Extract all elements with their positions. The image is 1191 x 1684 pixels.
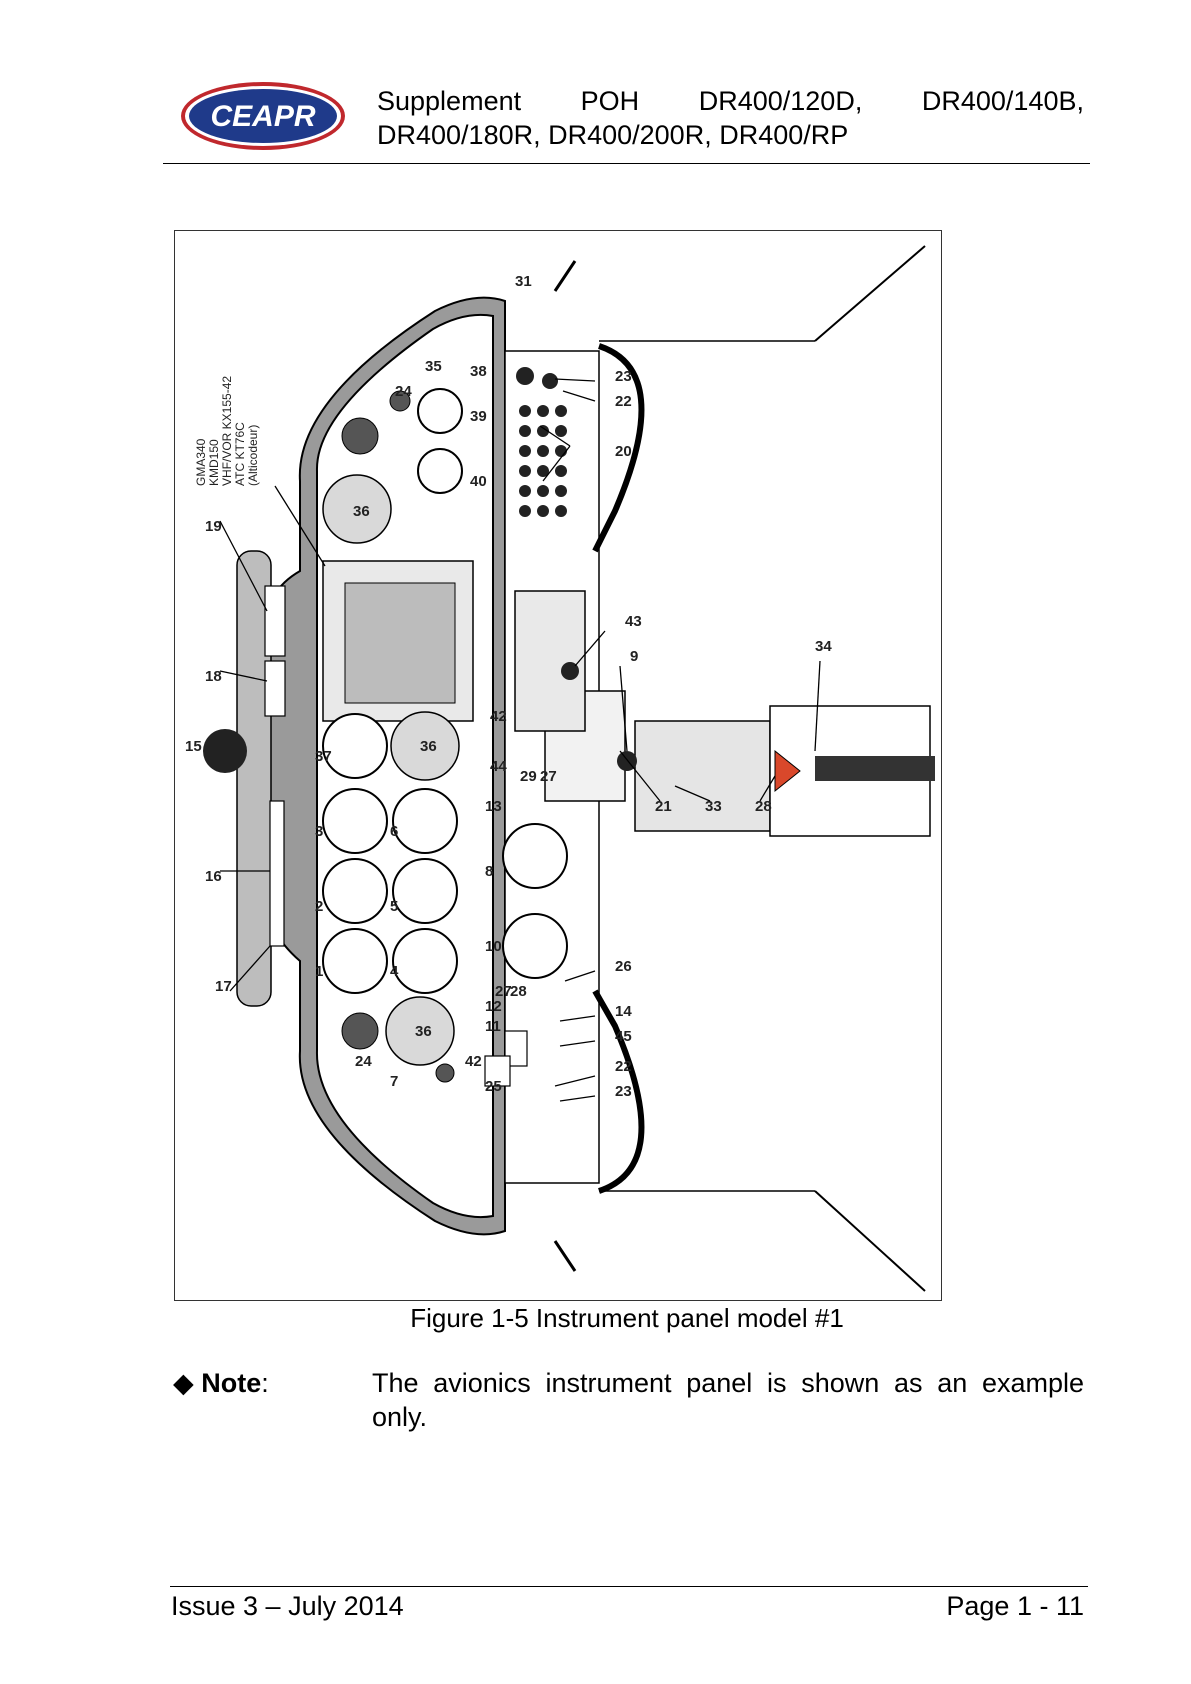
callout-33: 33 — [705, 798, 722, 815]
callout-5: 5 — [390, 898, 398, 915]
figure-caption: Figure 1-5 Instrument panel model #1 — [410, 1303, 844, 1333]
avionics-label-line: GMA340 — [194, 438, 208, 486]
callout-38: 38 — [470, 363, 487, 380]
footer-issue: Issue 3 – July 2014 — [171, 1591, 404, 1621]
avionics-label-line: ATC KT76C — [233, 422, 247, 486]
callout-24: 24 — [355, 1053, 372, 1070]
callout-35: 35 — [425, 358, 442, 375]
header-divider — [163, 163, 1090, 164]
callout-41: 42 — [465, 1053, 482, 1070]
callout-29: 27 — [540, 768, 557, 785]
callout-8: 8 — [485, 863, 493, 880]
avionics-label-line: (Alticodeur) — [246, 425, 260, 486]
callout-23: 23 — [615, 368, 632, 385]
header-word: DR400/120D, — [698, 86, 863, 116]
callout-42: 42 — [490, 708, 507, 725]
callout-25: 25 — [485, 1078, 502, 1095]
note-text: The avionics instrument panel is shown a… — [372, 1366, 1084, 1434]
instrument-panel-figure: 31 35 38 39 40 24 36 36 36 23 22 20 43 9… — [174, 230, 942, 1301]
callout-43: 43 — [625, 613, 642, 630]
note-label: ◆ Note: — [173, 1366, 269, 1400]
callout-4: 4 — [390, 963, 399, 980]
callout-6: 6 — [390, 823, 398, 840]
avionics-label-line: VHF/VOR KX155-42 — [220, 376, 234, 486]
callout-28: 28 — [510, 983, 527, 1000]
callout-45: 45 — [615, 1028, 632, 1045]
callout-32: 34 — [815, 638, 832, 655]
callout-16: 16 — [205, 868, 222, 885]
footer-divider — [170, 1586, 1088, 1587]
callout-17: 17 — [215, 978, 232, 995]
callout-30: 29 — [520, 768, 537, 785]
callout-21: 21 — [655, 798, 672, 815]
callout-14: 14 — [615, 1003, 632, 1020]
callout-18: 18 — [205, 668, 222, 685]
callout-44: 44 — [490, 758, 507, 775]
avionics-label-line: KMD150 — [207, 439, 221, 486]
note-colon: : — [261, 1368, 269, 1398]
callout-36: 36 — [420, 738, 437, 755]
header-line-2: DR400/180R, DR400/200R, DR400/RP — [377, 120, 849, 150]
callout-13: 13 — [485, 798, 502, 815]
callout-11: 11 — [485, 1018, 501, 1035]
logo-text: CEAPR — [210, 100, 315, 133]
note-label-text: Note — [201, 1368, 262, 1398]
callout-20: 20 — [615, 443, 632, 460]
callout-23: 23 — [615, 1083, 632, 1100]
callout-39: 39 — [470, 408, 487, 425]
callout-27: 27 — [495, 983, 512, 1000]
callout-37: 37 — [315, 748, 332, 765]
callout-10: 10 — [485, 938, 502, 955]
callout-15: 15 — [185, 738, 202, 755]
callout-26: 26 — [615, 958, 632, 975]
callout-7: 7 — [390, 1073, 398, 1090]
document-header: Supplement POH DR400/120D, DR400/140B, D… — [377, 84, 1084, 152]
callout-22: 22 — [615, 393, 632, 410]
callout-12: 12 — [485, 998, 502, 1015]
header-word: DR400/140B, — [921, 86, 1084, 116]
callout-2: 2 — [315, 898, 323, 915]
callout-34: 31 — [515, 273, 532, 290]
header-word: POH — [580, 86, 640, 116]
callout-36: 36 — [353, 503, 370, 520]
callout-31: 28 — [755, 798, 772, 815]
callout-9: 9 — [630, 648, 638, 665]
note-body: The avionics instrument panel is shown a… — [372, 1368, 1084, 1432]
note-bullet: ◆ — [173, 1368, 194, 1398]
callout-22: 22 — [615, 1058, 632, 1075]
instrument-panel-drawing: 31 35 38 39 40 24 36 36 36 23 22 20 43 9… — [185, 245, 935, 1292]
footer-page-number: Page 1 - 11 — [946, 1591, 1084, 1621]
callout-40: 40 — [470, 473, 487, 490]
callout-36: 36 — [415, 1023, 432, 1040]
callout-3: 3 — [315, 823, 323, 840]
ceapr-logo: CEAPR — [178, 78, 348, 153]
callout-24: 24 — [395, 383, 412, 400]
callout-1: 1 — [315, 963, 323, 980]
callout-19: 19 — [205, 518, 222, 535]
header-word: Supplement — [377, 86, 522, 116]
